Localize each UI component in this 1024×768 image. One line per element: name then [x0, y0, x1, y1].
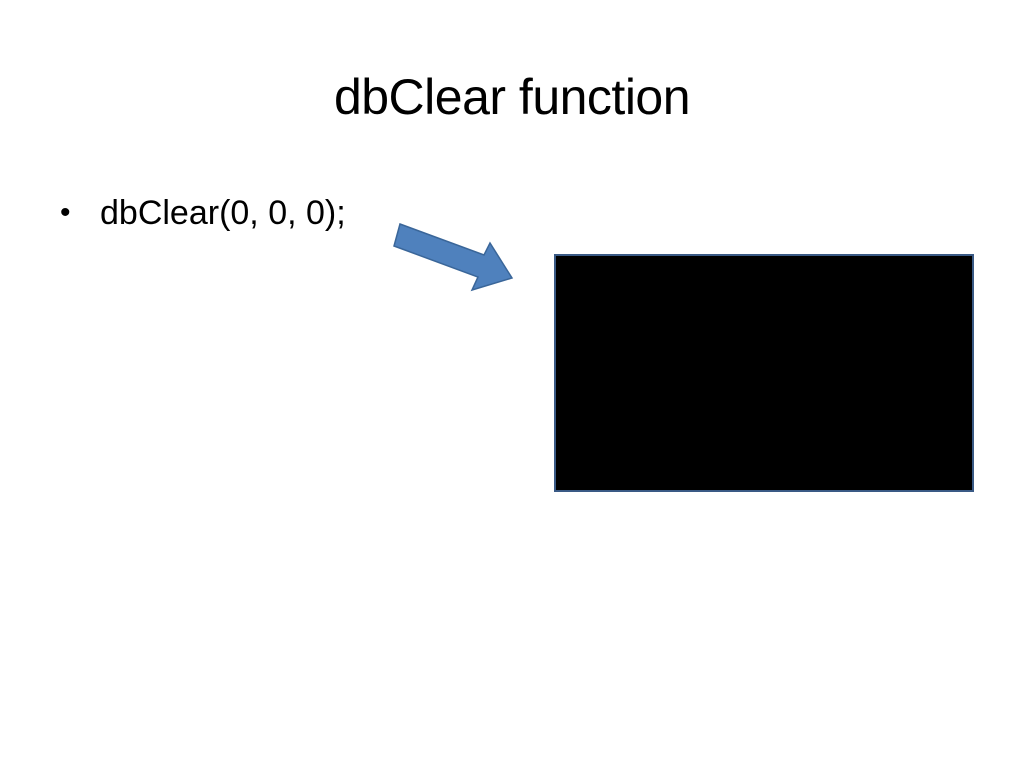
- bullet-item: • dbClear(0, 0, 0);: [60, 188, 346, 238]
- bullet-list: • dbClear(0, 0, 0);: [60, 188, 346, 238]
- arrow-shape-body: [393, 223, 514, 292]
- bullet-dot-icon: •: [60, 196, 71, 229]
- slide-title: dbClear function: [333, 69, 691, 125]
- bullet-text: dbClear(0, 0, 0);: [100, 194, 346, 232]
- right-arrow-icon: [393, 223, 514, 292]
- cleared-screen-preview: [554, 254, 974, 492]
